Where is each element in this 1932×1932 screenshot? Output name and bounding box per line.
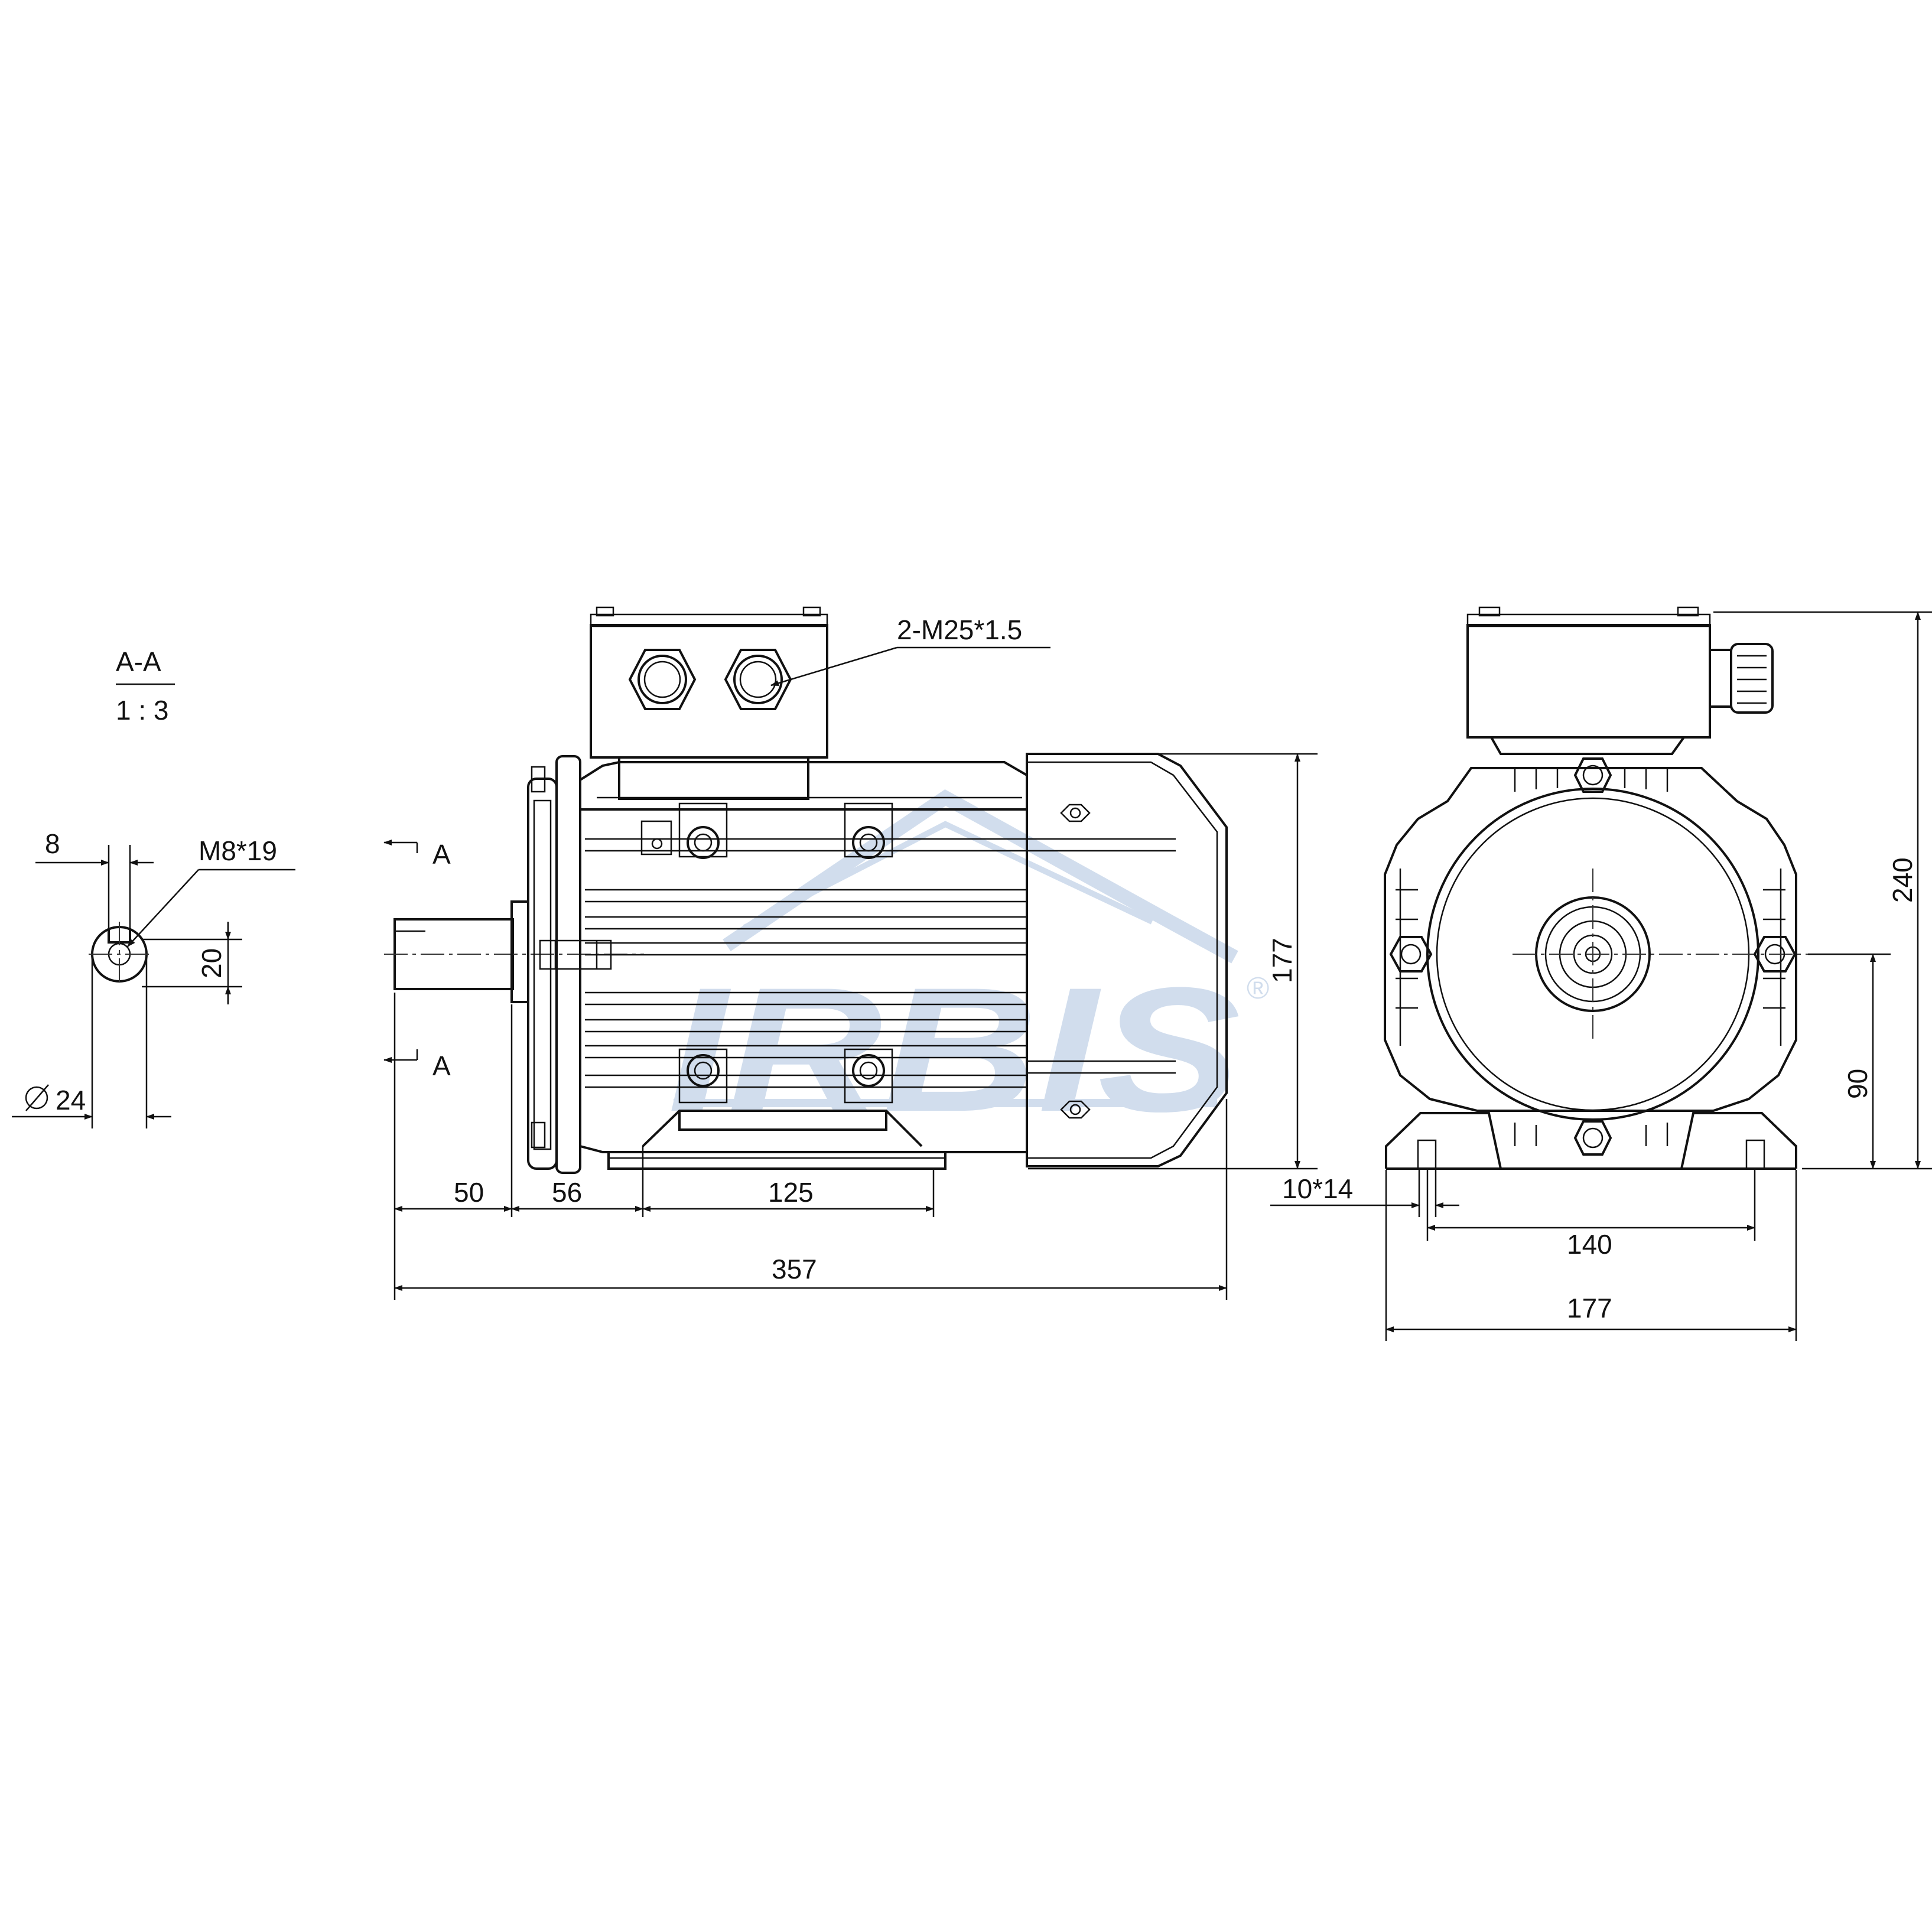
b-dim-label: 125 xyxy=(768,1177,814,1208)
front-body-outline xyxy=(1384,767,1797,1112)
shaft-height-label: 90 xyxy=(1842,1069,1873,1099)
thread-label: M8*19 xyxy=(199,835,277,866)
front-width-label: 177 xyxy=(1567,1293,1612,1323)
motor-feet xyxy=(607,1110,947,1170)
c-dim-label: 56 xyxy=(552,1177,582,1208)
front-flange xyxy=(510,900,529,1003)
mounting-hole-label: 10*14 xyxy=(1282,1173,1353,1204)
irbis-watermark-logo: IRBIS ® xyxy=(668,789,1269,1149)
a-dim-label: 140 xyxy=(1567,1229,1612,1260)
cable-gland-label: 2-M25*1.5 xyxy=(897,614,1022,645)
logo-text: IRBIS xyxy=(668,950,1242,1149)
front-flange-circle xyxy=(1426,788,1759,1121)
side-height-label: 177 xyxy=(1267,938,1297,983)
section-marker-top: A xyxy=(383,839,451,870)
key-depth-label: 20 xyxy=(196,948,227,978)
cable-gland-1 xyxy=(628,649,697,710)
front-feet xyxy=(1385,1112,1797,1170)
front-cable-gland xyxy=(1709,643,1774,714)
section-a-a: A-A 1 : 3 8 M8*19 20 xyxy=(12,646,295,1128)
total-height-label: 240 xyxy=(1887,857,1918,903)
section-scale: 1 : 3 xyxy=(116,695,169,726)
fan-cover xyxy=(1026,753,1228,1167)
terminal-box: 2-M25*1.5 xyxy=(590,606,1050,800)
section-marker-top-label: A xyxy=(432,839,451,870)
section-marker-bottom: A xyxy=(383,1049,451,1081)
front-view: 240 90 10*14 140 177 xyxy=(1270,606,1932,1341)
front-fins xyxy=(1396,768,1785,1146)
section-marker-bottom-label: A xyxy=(432,1050,451,1081)
shaft-diameter-label: 24 xyxy=(56,1085,86,1115)
diameter-icon xyxy=(25,1084,49,1111)
shaft-length-label: 50 xyxy=(454,1177,484,1208)
section-name: A-A xyxy=(116,646,161,677)
cooling-fins xyxy=(585,838,1027,1088)
key-width-label: 8 xyxy=(45,828,60,859)
body-bolts xyxy=(539,802,893,1104)
cable-gland-2 xyxy=(724,649,792,710)
side-view: A A xyxy=(383,606,1318,1300)
logo-registered-mark: ® xyxy=(1247,971,1269,1006)
total-length-label: 357 xyxy=(772,1254,817,1284)
